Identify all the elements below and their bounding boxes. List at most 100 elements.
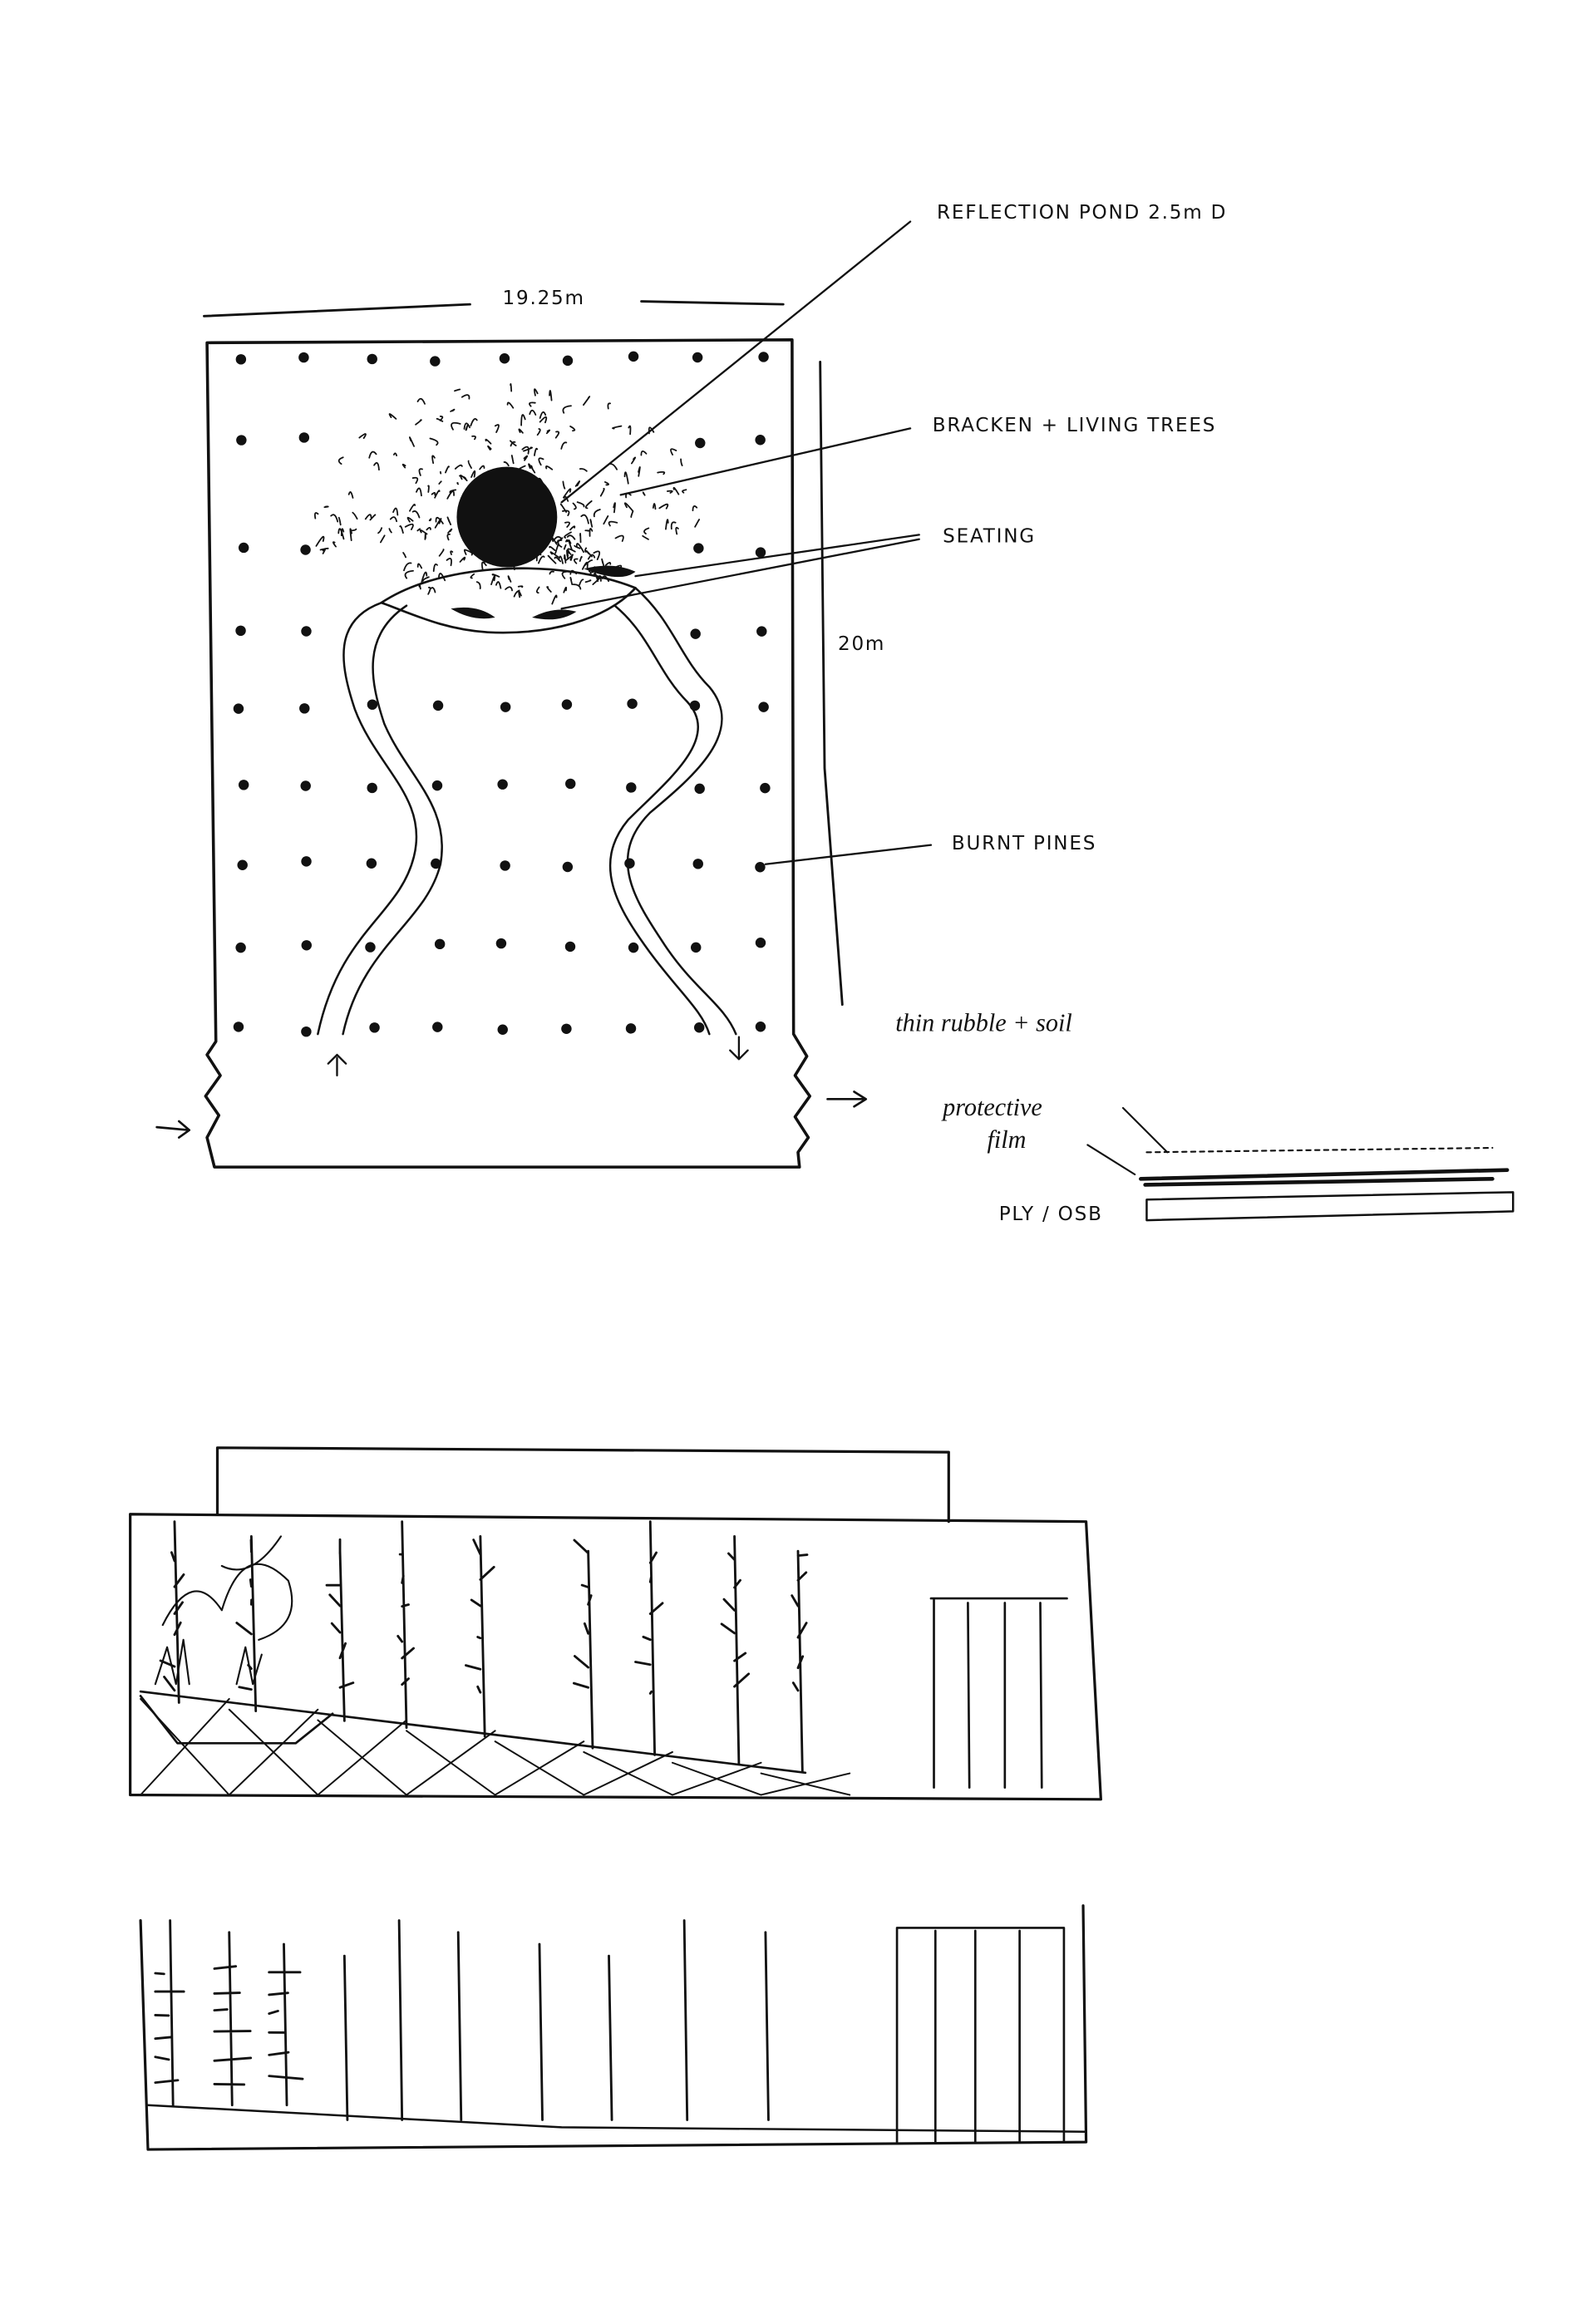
rubble-leader [1121,1106,1169,1154]
door-panel-2 [895,1927,1066,2144]
pine-dot [434,938,446,950]
pine-dot [235,942,246,953]
pine-dot [624,858,635,869]
tree [325,1538,355,1722]
entry-arrow-left [155,1120,191,1139]
pine-dot [497,779,508,790]
pine-dot [690,628,701,639]
pine-dot [233,703,244,714]
pine-dot [626,782,637,793]
door-panel [929,1597,1068,1789]
tree [764,1931,770,2121]
film-label: film [988,1125,1027,1154]
pines-label: BURNT PINES [952,833,1096,854]
pine-dot [298,352,309,363]
pine-dot [235,625,246,637]
tree [791,1549,809,1773]
rubble-soil-label: thin rubble + soil [895,1009,1072,1037]
pine-dot [430,356,441,367]
living-trees-scribble [154,1535,293,1686]
pine-dot [497,1024,508,1035]
pine-dot [301,940,312,951]
ground-build-up-detail: thin rubble + soil protective film PLY /… [895,1009,1515,1225]
pine-dot [235,354,247,365]
pine-dot [755,1022,766,1032]
pine-dot [500,860,510,871]
tree [154,1919,185,2107]
depth-dimension-label: 20m [838,633,885,655]
tree [397,1520,415,1729]
pine-dot [564,941,576,953]
protective-label: protective [941,1093,1042,1121]
bracken-scribble [313,383,701,605]
pine-dot [365,942,376,953]
pine-dot [298,432,310,443]
depth-dimension-line [819,361,844,1007]
width-dimension-line [203,300,785,318]
rear-building-outline [215,1446,950,1524]
pine-dot [237,859,248,870]
tree [235,1535,258,1713]
pine-dot [758,702,769,712]
path-arrow-right [729,1036,749,1061]
path-arrow-left [327,1053,347,1077]
pine-dot [692,859,703,869]
pine-dot [693,543,704,554]
rubble-layer [1145,1146,1494,1154]
tree [268,1942,304,2107]
pine-dot [499,353,510,364]
pine-dot [755,862,766,873]
front-wall-outline [129,1513,1102,1801]
tree [456,1931,463,2121]
sloped-ground [139,1690,807,1775]
pine-dot [367,699,378,710]
seating-area [380,567,637,634]
pine-dot [301,626,312,637]
exit-arrow-right [826,1090,868,1108]
section-elevation-2 [139,1904,1088,2151]
seating-leader [560,534,920,610]
ply-osb-layer [1145,1191,1515,1222]
ground-line-2 [146,2104,1087,2133]
pine-dot [233,1022,244,1032]
pine-dot [367,353,377,365]
pine-dot [300,544,311,555]
pine-dot [693,1022,705,1033]
pine-dot [366,858,377,869]
seating-bench [451,565,636,620]
pine-dot [301,856,312,867]
brace-lines [140,1697,851,1796]
pine-dot [561,1023,572,1035]
site-plan: 19.25m 20m [155,288,885,1169]
path-left [317,601,443,1036]
pines-leader [764,844,933,865]
ply-osb-label: PLY / OSB [999,1204,1103,1225]
pine-dot [432,1022,443,1032]
film-leader [1086,1144,1136,1176]
pine-dot [495,938,507,949]
pine-dot [755,937,766,948]
pine-dot [300,780,311,791]
pine-dot [756,626,767,637]
bracken-label: BRACKEN + LIVING TREES [933,415,1216,436]
pine-dot [236,435,247,446]
film-layer [1139,1168,1510,1187]
pond-leader [560,220,912,504]
elevation-2-outline [139,1904,1088,2151]
bracken-leader [619,427,912,496]
tree [159,1520,185,1704]
tree [465,1535,495,1738]
pine-dot [562,355,574,367]
width-dimension-label: 19.25m [503,288,585,309]
pine-dot [694,783,705,795]
plan-boundary [204,338,811,1169]
pine-dot [755,547,766,558]
pine-dot [760,782,771,794]
pond-label: REFLECTION POND 2.5m D [937,202,1227,224]
tree [213,1931,253,2107]
pine-dot [238,780,249,790]
tree [608,1954,613,2121]
tree [572,1539,594,1750]
pine-dot [238,542,249,554]
pine-dot [755,435,766,446]
